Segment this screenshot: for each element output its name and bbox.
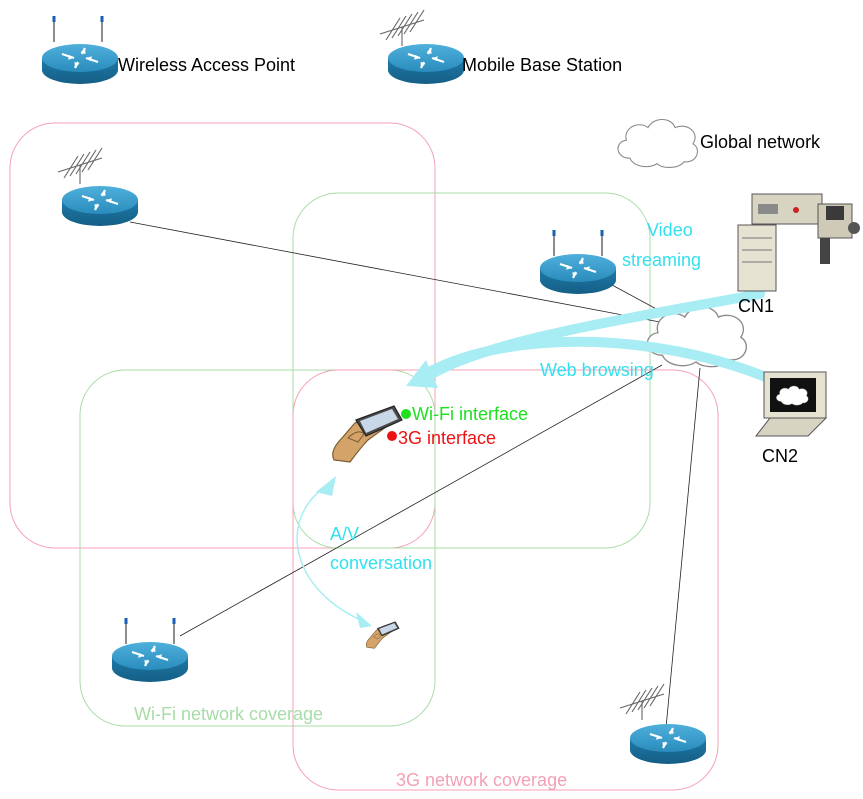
av-conversation-label-line1: A/V bbox=[330, 524, 359, 544]
wireless-antenna-icon bbox=[123, 617, 177, 645]
mobile-base-station-icon bbox=[386, 42, 466, 86]
3g-coverage-area-2 bbox=[292, 369, 719, 791]
wireless-access-point-label: Wireless Access Point bbox=[118, 55, 295, 75]
wireless-antenna-icon bbox=[551, 229, 605, 257]
cn2-computer-icon bbox=[754, 371, 828, 437]
backbone-links bbox=[129, 221, 701, 729]
av-arrowhead-top bbox=[316, 476, 336, 496]
wireless-access-point-1-icon bbox=[538, 252, 618, 296]
mast-antenna-icon bbox=[619, 683, 665, 721]
global-network-cloud-icon bbox=[617, 118, 699, 169]
video-flow-label-line2: streaming bbox=[622, 250, 701, 270]
3g-interface-label: 3G interface bbox=[398, 428, 496, 448]
wifi-interface-dot bbox=[401, 409, 411, 419]
mobile-base-station-1-icon bbox=[60, 184, 140, 228]
av-arrowhead-bottom bbox=[356, 612, 372, 628]
flows bbox=[296, 289, 773, 623]
legend: Wireless Access Point Mobile Base Statio… bbox=[40, 9, 622, 86]
wireless-access-point-2-icon bbox=[110, 640, 190, 684]
wifi-coverage-area-2 bbox=[79, 369, 436, 727]
link-bs1-global bbox=[129, 221, 661, 323]
global-network-label: Global network bbox=[700, 132, 821, 152]
link-ap1-global bbox=[611, 284, 663, 313]
av-conversation-label-line2: conversation bbox=[330, 553, 432, 573]
wifi-coverage-label: Wi-Fi network coverage bbox=[134, 704, 323, 724]
flow-arrowhead bbox=[406, 360, 438, 388]
cn1-video-server-icon bbox=[737, 193, 860, 292]
web-browsing-flow bbox=[417, 336, 773, 383]
link-bs2-global bbox=[665, 367, 701, 729]
cn1-label: CN1 bbox=[738, 296, 774, 316]
wifi-interface-label: Wi-Fi interface bbox=[412, 404, 528, 424]
wireless-access-point-icon bbox=[40, 42, 120, 86]
wireless-antenna-icon bbox=[51, 15, 105, 43]
av-conversation-flow bbox=[296, 486, 366, 623]
3g-interface-dot bbox=[387, 431, 397, 441]
mast-antenna-icon bbox=[379, 9, 425, 47]
video-flow-label-line1: Video bbox=[647, 220, 693, 240]
mast-antenna-icon bbox=[57, 147, 103, 185]
web-browsing-label: Web browsing bbox=[540, 360, 654, 380]
3g-coverage-label: 3G network coverage bbox=[396, 770, 567, 790]
mobile-base-station-2-icon bbox=[628, 722, 708, 766]
link-ap2-global bbox=[179, 364, 663, 637]
mobile-base-station-label: Mobile Base Station bbox=[462, 55, 622, 75]
cn2-label: CN2 bbox=[762, 446, 798, 466]
3g-coverage-area-1 bbox=[9, 122, 436, 549]
